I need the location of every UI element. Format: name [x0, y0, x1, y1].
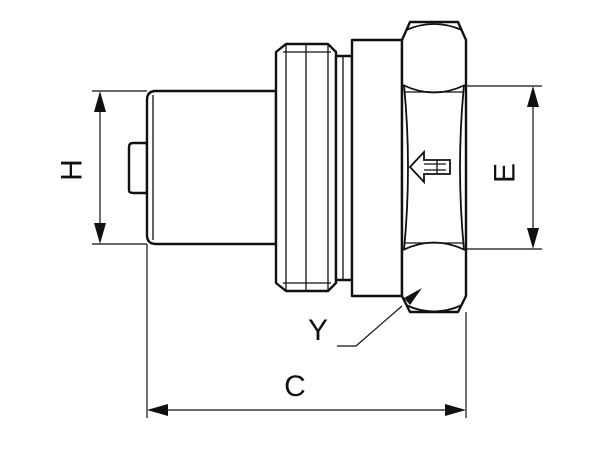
leader-y	[337, 288, 422, 347]
neck	[334, 54, 354, 282]
dimension-c	[146, 244, 467, 418]
label-h: H	[56, 159, 89, 181]
hex-nut	[400, 20, 468, 314]
body-flange	[350, 38, 404, 298]
threaded-collar	[274, 42, 338, 293]
flow-arrow-icon	[408, 149, 451, 185]
label-y: Y	[308, 314, 328, 347]
label-c: C	[284, 370, 306, 403]
stem-body	[145, 89, 278, 246]
label-e: E	[489, 163, 522, 183]
locking-pin	[127, 141, 149, 195]
dimension-h	[92, 90, 147, 245]
dimension-e	[466, 85, 542, 250]
